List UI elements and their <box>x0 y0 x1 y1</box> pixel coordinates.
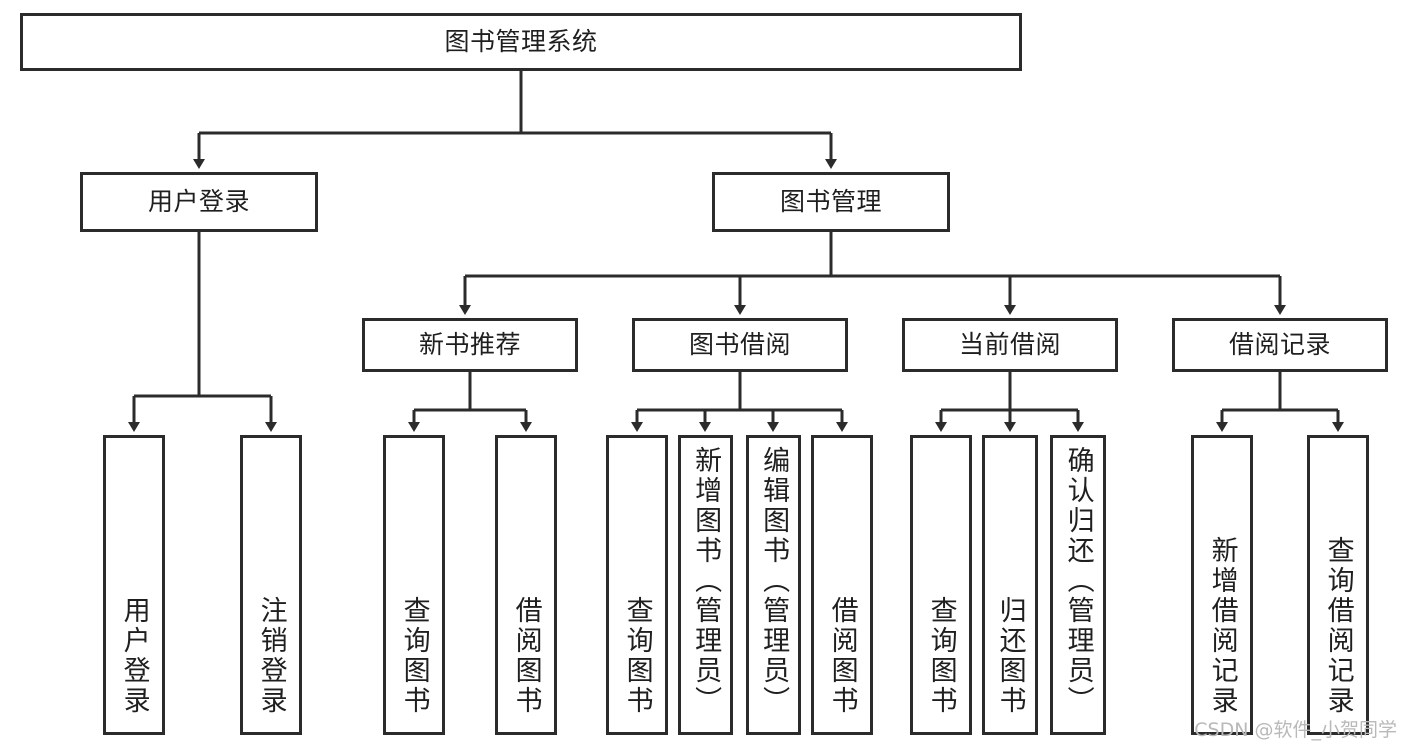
node-label: 用户登录 <box>118 596 150 716</box>
node-label: 图书借阅 <box>688 330 791 360</box>
node-label: 注销登录 <box>255 596 287 716</box>
leaf-user-login[interactable]: 用户登录 <box>103 435 165 735</box>
node-label: 新增图书（管理员） <box>690 446 722 716</box>
leaf-return-book[interactable]: 归还图书 <box>982 435 1038 735</box>
node-current-borrow[interactable]: 当前借阅 <box>902 318 1118 372</box>
node-book-borrow[interactable]: 图书借阅 <box>632 318 848 372</box>
watermark-text: CSDN @软件_小贺同学 <box>1194 719 1397 741</box>
node-label: 归还图书 <box>994 596 1026 716</box>
leaf-add-borrow-record[interactable]: 新增借阅记录 <box>1191 435 1253 735</box>
node-label: 图书管理系统 <box>444 27 598 57</box>
leaf-edit-book-admin[interactable]: 编辑图书（管理员） <box>746 435 801 735</box>
node-root-system[interactable]: 图书管理系统 <box>20 13 1022 71</box>
node-label: 查询借阅记录 <box>1322 536 1354 716</box>
leaf-borrow-book-recommend[interactable]: 借阅图书 <box>495 435 557 735</box>
node-new-book-recommend[interactable]: 新书推荐 <box>362 318 578 372</box>
node-label: 借阅图书 <box>826 596 858 716</box>
node-label: 查询图书 <box>398 596 430 716</box>
leaf-query-book-borrow[interactable]: 查询图书 <box>606 435 668 735</box>
node-label: 查询图书 <box>621 596 653 716</box>
node-label: 新增借阅记录 <box>1206 536 1238 716</box>
node-book-management[interactable]: 图书管理 <box>712 172 950 232</box>
leaf-query-borrow-record[interactable]: 查询借阅记录 <box>1307 435 1369 735</box>
leaf-query-book-recommend[interactable]: 查询图书 <box>383 435 445 735</box>
node-label: 借阅记录 <box>1228 330 1331 360</box>
node-label: 用户登录 <box>147 187 250 217</box>
leaf-confirm-return-admin[interactable]: 确认归还（管理员） <box>1050 435 1106 735</box>
node-user-login[interactable]: 用户登录 <box>80 172 318 232</box>
leaf-logout-login[interactable]: 注销登录 <box>240 435 302 735</box>
node-label: 确认归还（管理员） <box>1062 446 1094 716</box>
node-label: 当前借阅 <box>958 330 1061 360</box>
node-label: 图书管理 <box>779 187 882 217</box>
node-label: 查询图书 <box>925 596 957 716</box>
node-borrow-record[interactable]: 借阅记录 <box>1172 318 1388 372</box>
node-label: 编辑图书（管理员） <box>758 446 790 716</box>
leaf-query-book-current[interactable]: 查询图书 <box>910 435 972 735</box>
node-label: 新书推荐 <box>418 330 521 360</box>
leaf-borrow-book[interactable]: 借阅图书 <box>811 435 873 735</box>
node-label: 借阅图书 <box>510 596 542 716</box>
leaf-add-book-admin[interactable]: 新增图书（管理员） <box>678 435 733 735</box>
